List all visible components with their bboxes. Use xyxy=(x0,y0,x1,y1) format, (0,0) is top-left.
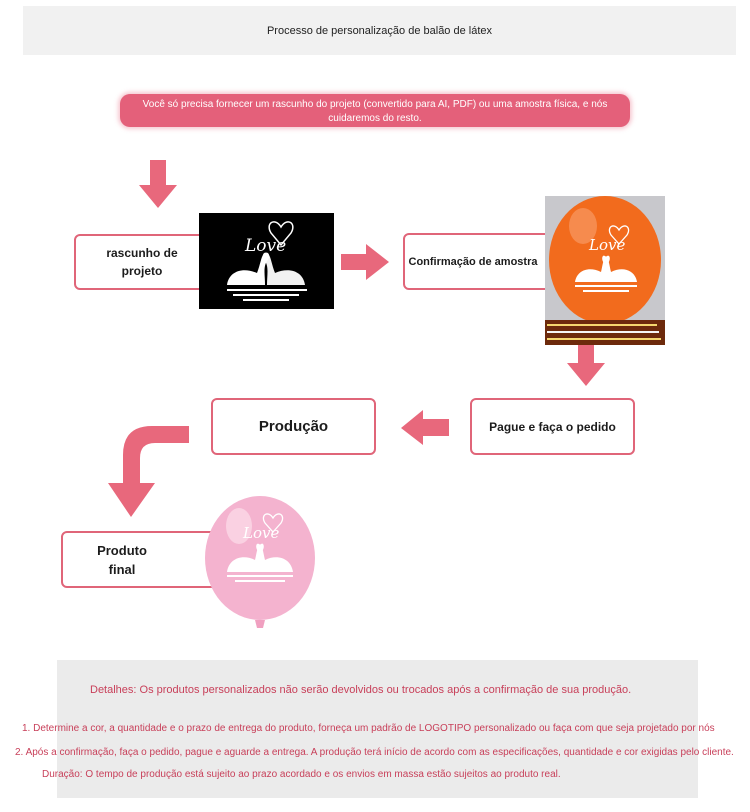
intro-banner-text: Você só precisa fornecer um rascunho do … xyxy=(142,99,608,124)
details-panel xyxy=(57,660,698,798)
details-item-duration: Duração: O tempo de produção está sujeit… xyxy=(42,769,561,780)
title-bar: Processo de personalização de balão de l… xyxy=(23,6,736,55)
step-pay-and-order: Pague e faça o pedido xyxy=(470,398,635,455)
step-production: Produção xyxy=(211,398,376,455)
step-project-draft-line1: rascunho de xyxy=(106,246,178,260)
sample-chinese-caption xyxy=(545,320,665,345)
step-project-draft: rascunho de projeto xyxy=(74,234,210,290)
details-heading: Detalhes: Os produtos personalizados não… xyxy=(90,684,632,696)
arrow-right-1 xyxy=(341,244,389,280)
pink-balloon-image: Love xyxy=(203,494,323,634)
step-final-product-line1: Produto xyxy=(97,542,147,558)
details-item-2: 2. Após a confirmação, faça o pedido, pa… xyxy=(15,747,734,758)
intro-banner xyxy=(120,94,630,127)
page-title: Processo de personalização de balão de l… xyxy=(266,24,493,37)
step-project-draft-line2: projeto xyxy=(121,264,163,278)
step-sample-confirmation: Confirmação de amostra xyxy=(403,233,553,290)
final-logo-text: Love xyxy=(242,524,279,542)
details-item-1: 1. Determine a cor, a quantidade e o pra… xyxy=(22,723,715,734)
arrow-down-1 xyxy=(139,160,177,208)
arrow-left-1 xyxy=(401,410,449,445)
draft-logo-image: Love xyxy=(199,213,334,309)
draft-logo-text: Love xyxy=(244,236,286,256)
sample-logo-text: Love xyxy=(588,236,625,254)
arrow-curve-down xyxy=(108,426,189,517)
step-final-product: Produto final xyxy=(61,531,223,588)
step-final-product-line2: final xyxy=(108,561,136,577)
arrow-down-2 xyxy=(567,345,605,386)
